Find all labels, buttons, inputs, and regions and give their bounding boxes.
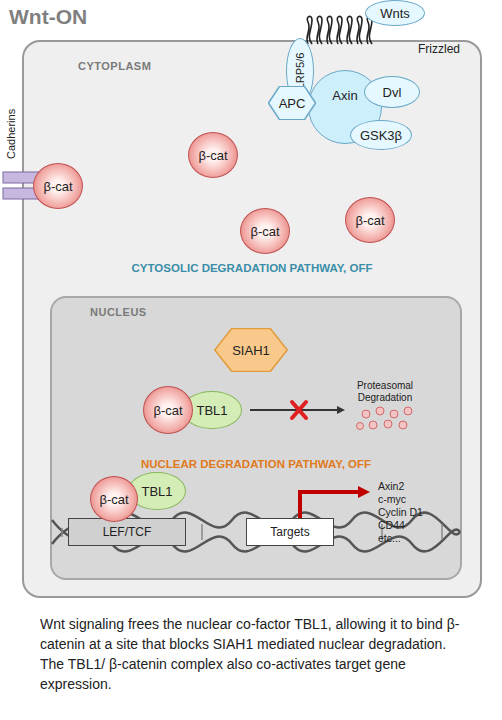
target-gene: CD44: [378, 519, 405, 531]
node-text: β-cat: [43, 179, 72, 194]
beta-catenin: β-cat: [345, 197, 395, 243]
node-text: SIAH1: [232, 343, 270, 358]
degradation-label: Proteasomal Degradation: [345, 380, 425, 404]
node-text: NUCLEUS: [90, 306, 147, 318]
node-text: Targets: [270, 525, 309, 539]
figure-caption: Wnt signaling frees the nuclear co-facto…: [40, 614, 472, 694]
target-gene: etc...: [378, 532, 401, 544]
node-text: β-cat: [99, 492, 128, 507]
beta-catenin: β-cat: [240, 208, 290, 254]
pathway-status: CYTOSOLIC DEGRADATION PATHWAY, OFF: [22, 262, 482, 274]
node-text: β-cat: [153, 403, 182, 418]
node-text: β-cat: [198, 148, 227, 163]
node-text: Wnts: [380, 6, 410, 21]
node-text: GSK3β: [360, 128, 402, 143]
target-gene: c-myc: [378, 493, 406, 505]
diagram-title: Wnt-ON: [9, 5, 87, 29]
beta-catenin: β-cat: [33, 163, 83, 209]
receptor-label: Frizzled: [418, 42, 460, 56]
node-text: β-cat: [355, 213, 384, 228]
cadherin-label: Cadherins: [5, 109, 17, 159]
node-text: APC: [279, 96, 306, 111]
node-text: β-cat: [250, 224, 279, 239]
node-text: CYTOPLASM: [78, 60, 151, 72]
pathway-status: NUCLEAR DEGRADATION PATHWAY, OFF: [50, 458, 462, 470]
beta-catenin: β-cat: [143, 386, 193, 434]
beta-catenin: β-cat: [90, 476, 138, 522]
node-text: Axin: [332, 88, 357, 103]
siah1-ligase: SIAH1: [214, 328, 288, 372]
node-text: LEF/TCF: [103, 525, 152, 539]
beta-catenin: β-cat: [188, 132, 238, 178]
target-genes-box: Targets: [246, 518, 334, 546]
apc-protein: APC: [268, 86, 316, 120]
wnt-ligand: Wnts: [365, 0, 425, 26]
node-text: LRP5/6: [294, 53, 306, 90]
node-text: Dvl: [383, 85, 402, 100]
target-gene: Cyclin D1: [378, 506, 423, 518]
target-gene: Axin2: [378, 480, 404, 492]
node-text: TBL1: [196, 403, 227, 418]
node-text: TBL1: [141, 484, 172, 499]
lef-tcf-box: LEF/TCF: [68, 518, 186, 546]
dvl-protein: Dvl: [364, 76, 420, 108]
gsk3b-protein: GSK3β: [350, 120, 412, 150]
